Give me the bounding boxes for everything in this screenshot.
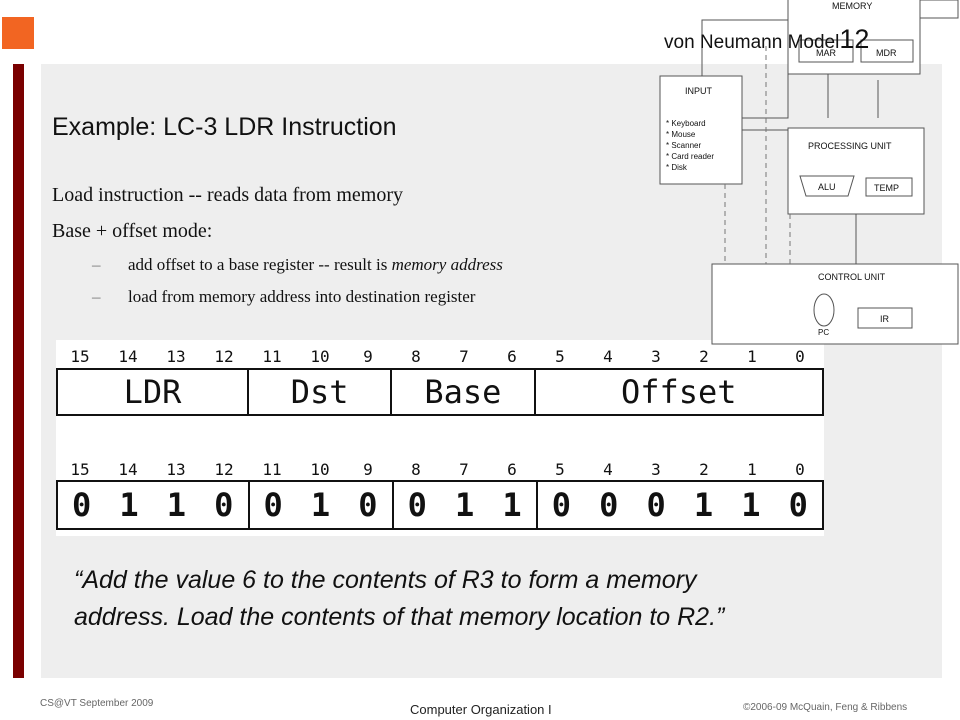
bit-number: 2	[699, 460, 709, 479]
bit-number: 7	[459, 460, 469, 479]
sub-bullet-text: add offset to a base register -- result …	[128, 255, 392, 274]
encoding-bit: 0	[788, 486, 808, 524]
slide-section-label: von Neumann Model	[664, 32, 840, 53]
red-side-bar	[13, 64, 24, 678]
bit-band-bottom	[56, 530, 824, 536]
bit-number: 11	[262, 460, 282, 479]
format-field-ldr: LDR	[58, 370, 249, 414]
bit-band-middle	[56, 416, 824, 480]
bit-number: 12	[214, 347, 234, 366]
encoding-bit: 0	[263, 486, 283, 524]
bit-number: 8	[411, 347, 421, 366]
mdr-label: MDR	[876, 48, 897, 58]
encoding-bit: 0	[407, 486, 427, 524]
bit-number: 5	[555, 460, 565, 479]
bit-number: 4	[603, 460, 613, 479]
slide-header: von Neumann Model12	[664, 24, 869, 55]
bit-number: 11	[262, 347, 282, 366]
encoding-bit: 1	[488, 482, 538, 528]
bit-number: 3	[651, 347, 661, 366]
diagram-frame-right	[919, 0, 959, 19]
format-field-dst: Dst	[249, 370, 393, 414]
encoding-bit: 0	[72, 486, 92, 524]
encoding-bit: 1	[310, 486, 331, 524]
encoding-bit: 0	[551, 486, 572, 524]
encoding-bit: 0	[344, 482, 394, 528]
format-field-offset: Offset	[620, 373, 737, 411]
encoding-bit: 0	[200, 482, 250, 528]
bit-number: 0	[795, 347, 805, 366]
bit-number: 4	[603, 347, 613, 366]
bit-number: 7	[459, 347, 469, 366]
bit-number: 15	[70, 460, 90, 479]
bit-number: 10	[310, 460, 330, 479]
sub-bullet-item: – load from memory address into destinati…	[92, 287, 476, 307]
bit-number: 6	[507, 347, 517, 366]
bit-number: 12	[214, 460, 234, 479]
bit-number: 15	[70, 347, 90, 366]
sub-bullet-item: – add offset to a base register -- result…	[92, 255, 503, 275]
bullet-item: Base + offset mode:	[52, 220, 213, 242]
sub-bullet-text: load from memory address into destinatio…	[128, 287, 476, 306]
encoding-bit: 0	[646, 486, 666, 524]
footer-right: ©2006-09 McQuain, Feng & Ribbens	[743, 702, 908, 713]
example-quote: “Add the value 6 to the contents of R3 t…	[74, 566, 725, 631]
bit-number: 5	[555, 347, 565, 366]
encoding-bit: 1	[455, 486, 475, 524]
bit-number: 6	[507, 460, 517, 479]
slide-title: Example: LC-3 LDR Instruction	[52, 113, 397, 141]
footer-center: Computer Organization I	[410, 702, 552, 717]
memory-label: MEMORY	[832, 1, 872, 11]
bit-number: 3	[651, 460, 661, 479]
bit-number: 10	[310, 347, 330, 366]
bit-number: 14	[118, 347, 138, 366]
bit-number: 1	[747, 347, 757, 366]
footer-left: CS@VT September 2009	[40, 698, 154, 709]
bullet-item: Load instruction -- reads data from memo…	[52, 184, 403, 206]
sub-bullet-emphasis: memory address	[391, 255, 503, 274]
encoding-bit: 1	[693, 486, 714, 524]
orange-accent-square	[2, 17, 34, 49]
encoding-bit: 1	[741, 486, 761, 524]
bit-number: 8	[411, 460, 421, 479]
encoding-bit: 1	[119, 486, 139, 524]
bit-band-top	[56, 340, 824, 368]
bit-number: 2	[699, 347, 709, 366]
slide-number: 12	[839, 24, 870, 54]
bit-number: 9	[363, 460, 373, 479]
bit-number: 13	[166, 460, 186, 479]
format-field-base: Base	[392, 370, 536, 414]
bit-number: 1	[747, 460, 757, 479]
encoding-bit: 0	[599, 486, 619, 524]
bit-number: 0	[795, 460, 805, 479]
encoding-bit: 1	[166, 486, 187, 524]
sub-bullet-dash: –	[92, 287, 101, 306]
sub-bullet-dash: –	[92, 255, 101, 274]
bit-number: 13	[166, 347, 186, 366]
bit-number: 9	[363, 347, 373, 366]
bit-number: 14	[118, 460, 138, 479]
